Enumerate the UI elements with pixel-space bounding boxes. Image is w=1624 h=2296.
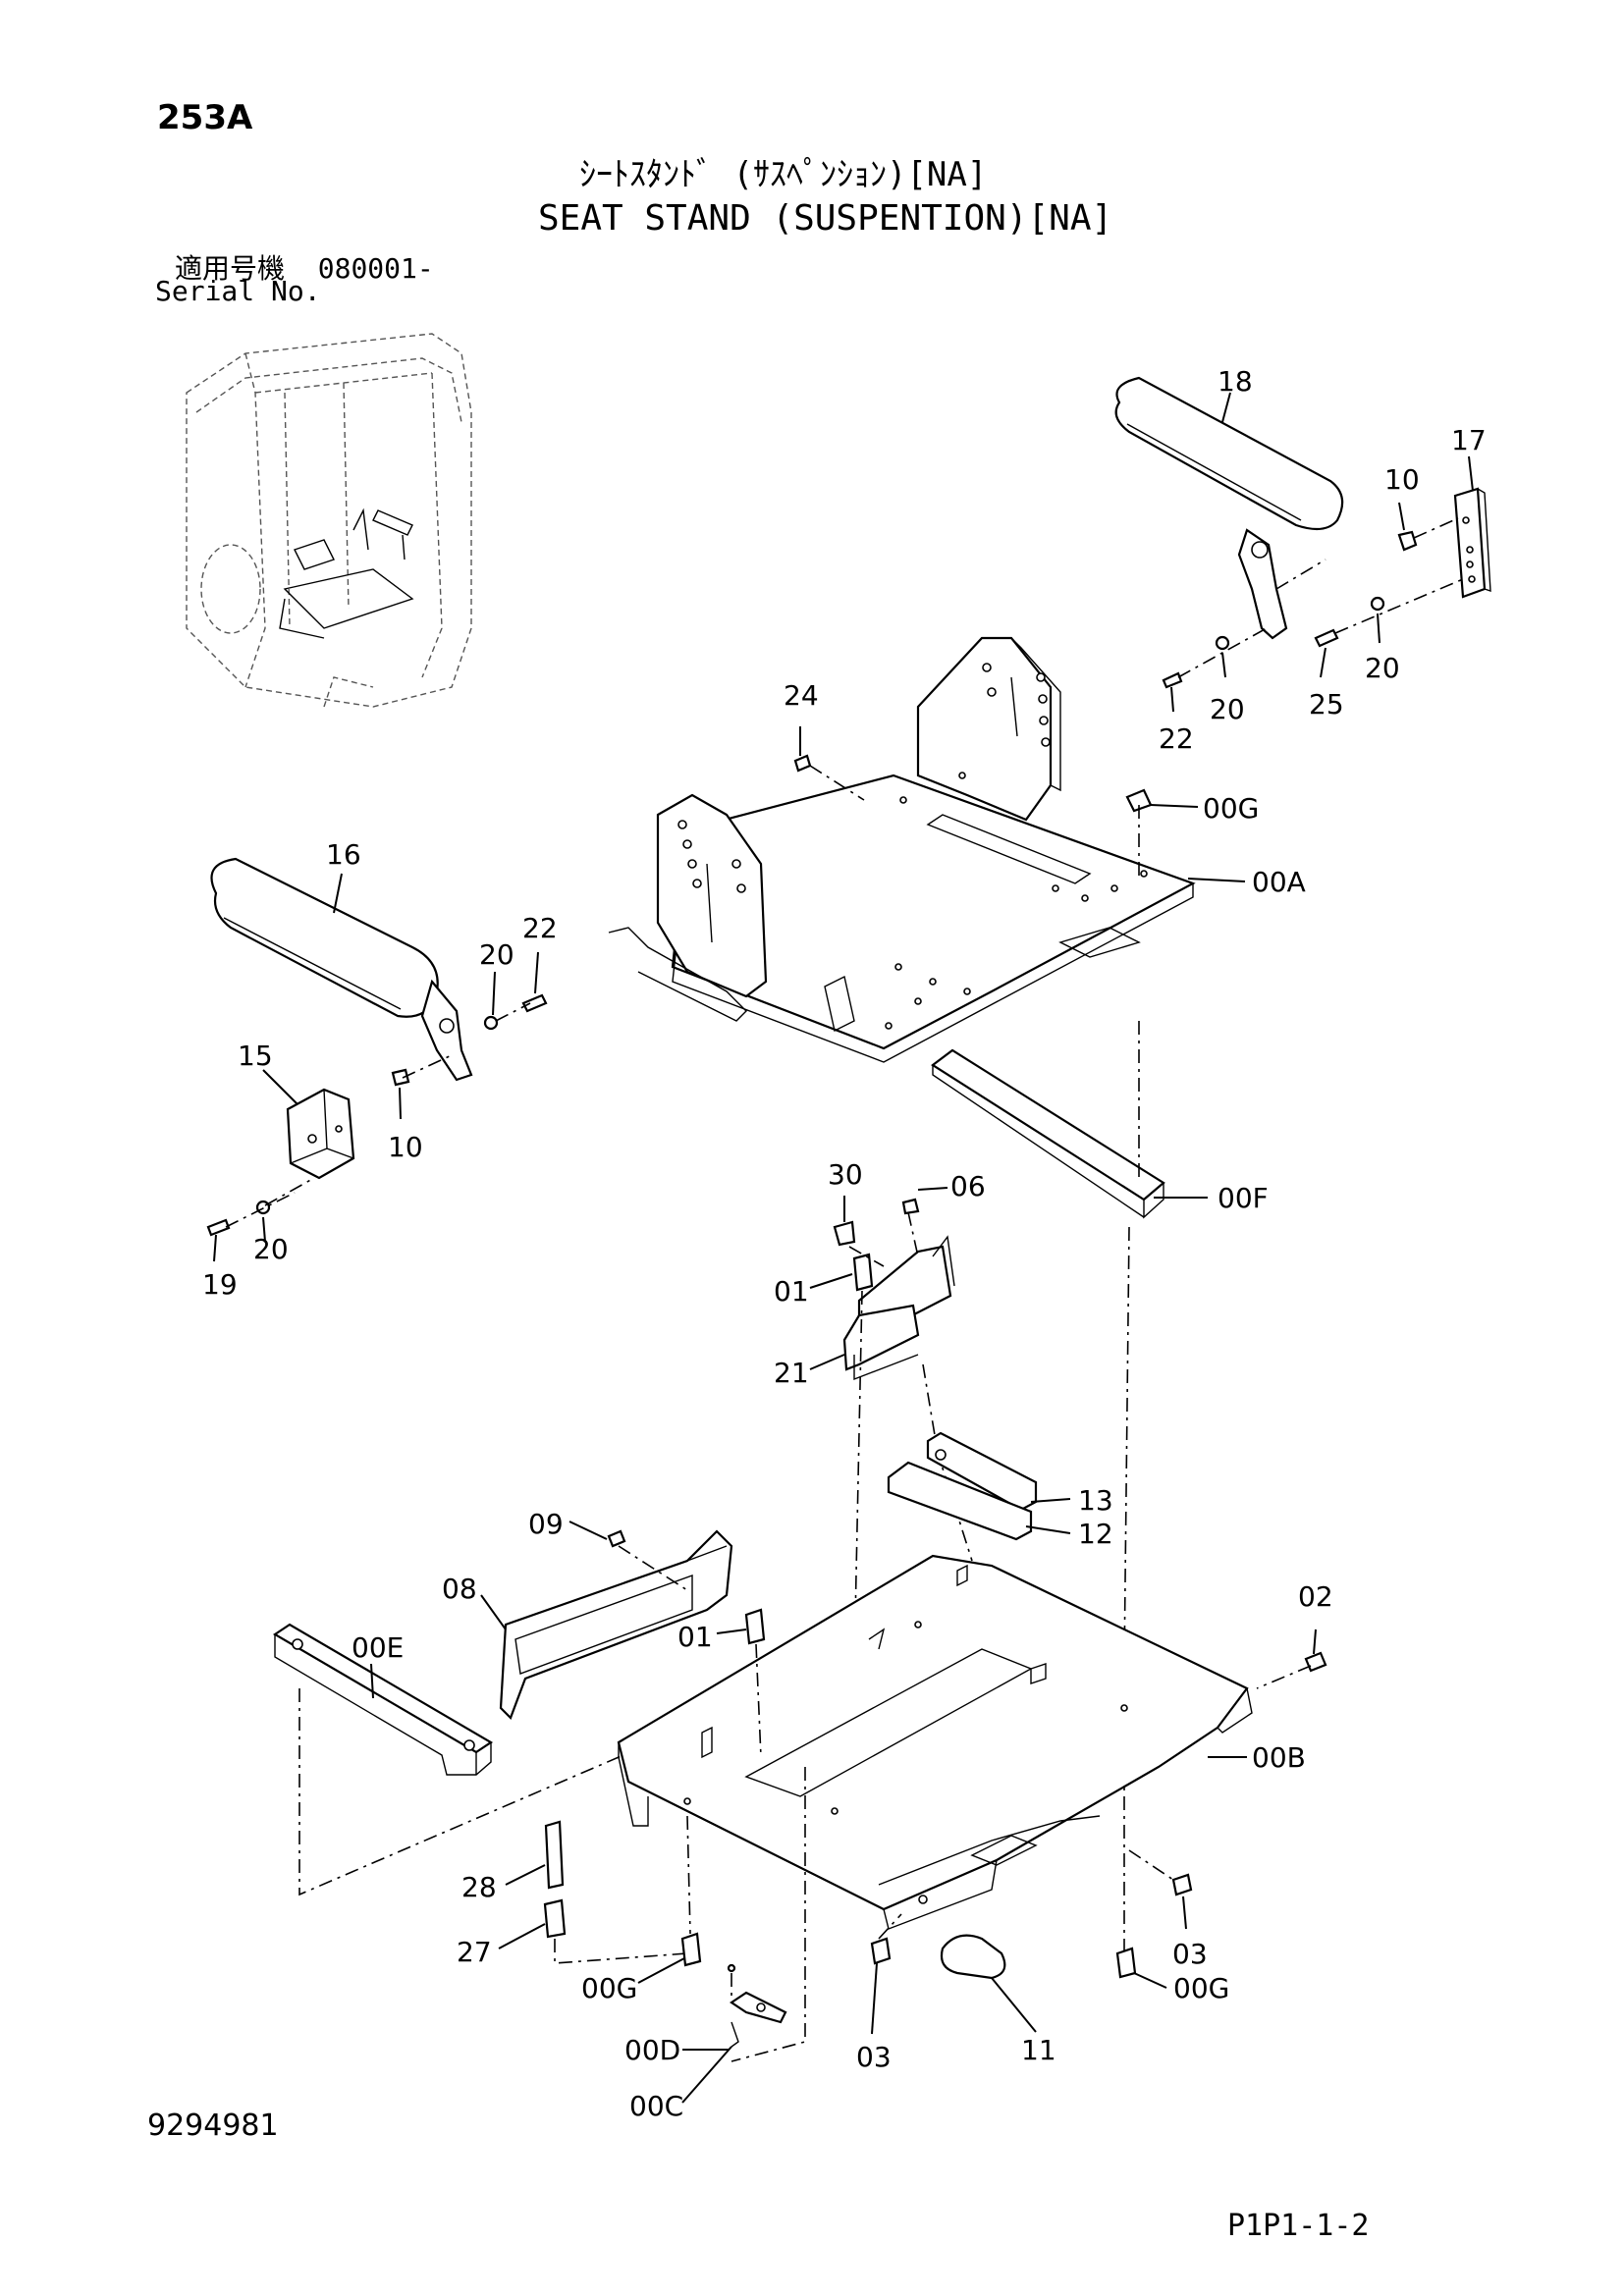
bracket-17 xyxy=(1453,487,1491,599)
callout-15: 15 xyxy=(238,1040,273,1072)
callout-01-a: 01 xyxy=(774,1275,809,1308)
callout-03-b: 03 xyxy=(856,2041,892,2073)
callout-10-b: 10 xyxy=(388,1131,423,1163)
nut-10-a xyxy=(1397,530,1418,552)
callout-18: 18 xyxy=(1218,365,1253,398)
document-number: 9294981 xyxy=(147,2109,279,2143)
callout-20-d: 20 xyxy=(253,1233,289,1265)
cab-overview-thumbnail xyxy=(186,333,472,708)
armrest-right-18 xyxy=(1114,376,1344,640)
cover-08 xyxy=(499,1529,733,1720)
title-english: SEAT STAND (SUSPENTION)[NA] xyxy=(538,198,1113,239)
callout-17: 17 xyxy=(1451,424,1487,456)
serial-label-japanese: 適用号機 080001- xyxy=(175,247,434,287)
callout-06: 06 xyxy=(950,1170,986,1202)
screw-06 xyxy=(901,1198,920,1215)
bolt-28 xyxy=(544,1820,565,1890)
washer-20-b xyxy=(1215,635,1230,651)
pad-11 xyxy=(940,1934,1006,1980)
clip-00C xyxy=(730,1991,787,2048)
washer-20-a xyxy=(1370,596,1385,612)
callout-08: 08 xyxy=(442,1573,477,1605)
bolt-22-b xyxy=(521,993,548,1013)
serial-label-english: Serial No. xyxy=(155,275,321,307)
bolt-01-a xyxy=(852,1253,874,1292)
bolt-03-a xyxy=(1171,1873,1193,1896)
rail-00E xyxy=(272,1623,494,1776)
callout-03-a: 03 xyxy=(1172,1938,1208,1970)
screw-09 xyxy=(607,1529,626,1548)
callout-20-c: 20 xyxy=(479,938,514,971)
callout-leaders xyxy=(213,392,1474,2104)
callout-00C: 00C xyxy=(629,2090,683,2122)
bolt-19 xyxy=(206,1218,231,1237)
callout-25: 25 xyxy=(1309,688,1344,721)
serial-value: 080001- xyxy=(317,252,434,285)
callout-09: 09 xyxy=(528,1508,564,1540)
page-code: P1P1-1-2 xyxy=(1227,2209,1370,2243)
callout-00E: 00E xyxy=(352,1631,404,1664)
callout-27: 27 xyxy=(457,1936,492,1968)
callout-01-b: 01 xyxy=(677,1621,713,1653)
lever-bracket-21 xyxy=(842,1235,955,1381)
callout-00A: 00A xyxy=(1252,866,1306,898)
callout-30: 30 xyxy=(828,1158,863,1191)
callout-00F: 00F xyxy=(1218,1182,1269,1214)
callout-00G-b: 00G xyxy=(581,1972,637,2004)
bolt-00G-b xyxy=(680,1932,702,1967)
bracket-15 xyxy=(286,1088,355,1180)
callout-28: 28 xyxy=(461,1871,497,1903)
callout-24: 24 xyxy=(784,679,819,712)
knob-30 xyxy=(833,1220,856,1247)
callout-00D: 00D xyxy=(624,2034,680,2066)
callout-22-b: 22 xyxy=(522,912,558,944)
callout-16: 16 xyxy=(326,838,361,871)
seat-plate-00A xyxy=(608,636,1196,1063)
callout-22-a: 22 xyxy=(1159,722,1194,755)
bolt-22-a xyxy=(1162,671,1183,689)
callout-21: 21 xyxy=(774,1357,809,1389)
bolt-00G-c xyxy=(1115,1947,1137,1979)
bolt-25 xyxy=(1314,628,1339,648)
callout-00G-a: 00G xyxy=(1203,792,1259,825)
callout-13: 13 xyxy=(1078,1484,1113,1517)
plate-00A-holes xyxy=(677,663,1148,1030)
callout-12: 12 xyxy=(1078,1518,1113,1550)
callout-10-a: 10 xyxy=(1384,463,1420,496)
callout-00G-c: 00G xyxy=(1173,1972,1229,2004)
bolt-24 xyxy=(793,754,812,773)
latch-13-12 xyxy=(887,1431,1038,1541)
callout-20-b: 20 xyxy=(1210,693,1245,725)
slide-rail-00F xyxy=(931,1048,1165,1219)
callout-00B: 00B xyxy=(1252,1741,1306,1774)
bolt-03-b xyxy=(870,1937,892,1965)
armrest-left-16 xyxy=(210,857,473,1082)
callout-labels: 18 17 10 20 20 22 25 24 00G 00A 16 22 20… xyxy=(202,365,1487,2122)
clip-00D xyxy=(727,1963,736,1973)
bolt-02 xyxy=(1304,1651,1327,1673)
callout-19: 19 xyxy=(202,1268,238,1301)
bolt-01-b xyxy=(744,1608,766,1645)
washer-20-c xyxy=(483,1015,499,1031)
callout-11: 11 xyxy=(1021,2034,1056,2066)
title-japanese: ｼｰﾄｽﾀﾝﾄﾞ (ｻｽﾍﾟﾝｼｮﾝ)[NA] xyxy=(579,155,988,194)
base-frame-00B xyxy=(617,1554,1253,1930)
page-number: 253A xyxy=(157,98,253,137)
washer-20-d xyxy=(255,1200,271,1215)
callout-20-a: 20 xyxy=(1365,652,1400,684)
spacer-27 xyxy=(543,1898,567,1939)
serial-label-jp-text: 適用号機 xyxy=(175,252,286,285)
callout-02: 02 xyxy=(1298,1580,1333,1613)
nut-10-b xyxy=(391,1068,410,1087)
